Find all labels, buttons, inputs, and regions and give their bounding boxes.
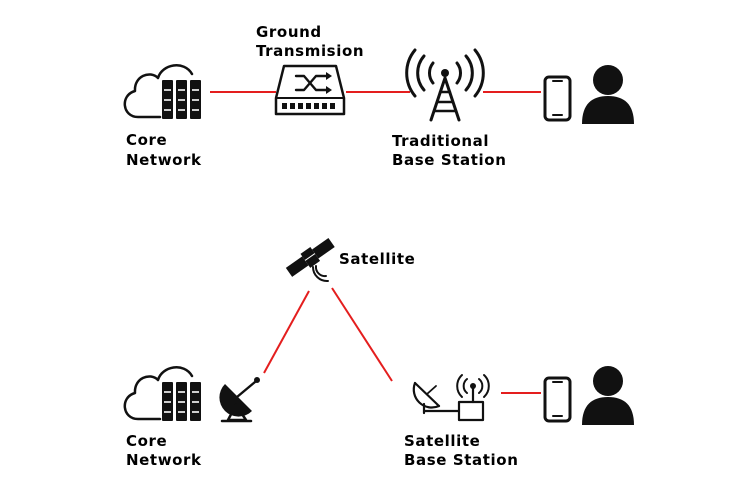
network-switch-icon xyxy=(274,64,346,116)
traditional-base-station-label-line2: Base Station xyxy=(392,151,506,169)
smartphone-icon xyxy=(543,75,572,122)
bottom-core-network-label-line1: Core xyxy=(126,432,167,450)
top-core-network-label-line1: Core xyxy=(126,131,167,149)
bottom-core-network-icon xyxy=(123,366,201,421)
traditional-base-station-label-line1: Traditional xyxy=(392,132,489,150)
bottom-connection-lines xyxy=(263,287,541,394)
bottom-core-network-label-line2: Network xyxy=(126,451,202,469)
smartphone-icon xyxy=(543,376,572,423)
user-icon xyxy=(582,65,634,124)
cloud-icon xyxy=(123,366,194,421)
link-satellite-to-station xyxy=(331,287,393,382)
dish-antenna-station-icon xyxy=(412,374,490,422)
satellite-dish-icon xyxy=(219,377,260,423)
link-dish-to-satellite xyxy=(263,290,310,374)
satellite-label: Satellite xyxy=(339,250,415,268)
ground-transmission-label-line2: Transmision xyxy=(256,42,364,60)
cell-tower-icon xyxy=(405,48,485,122)
ground-transmission-label-line1: Ground xyxy=(256,23,322,41)
satellite-icon xyxy=(285,237,335,283)
top-core-network-icon xyxy=(123,64,201,119)
top-core-network-label-line2: Network xyxy=(126,151,202,169)
cloud-icon xyxy=(123,64,194,119)
satellite-base-station-label-line1: Satellite xyxy=(404,432,480,450)
satellite-base-station-label-line2: Base Station xyxy=(404,451,518,469)
user-icon xyxy=(582,366,634,425)
